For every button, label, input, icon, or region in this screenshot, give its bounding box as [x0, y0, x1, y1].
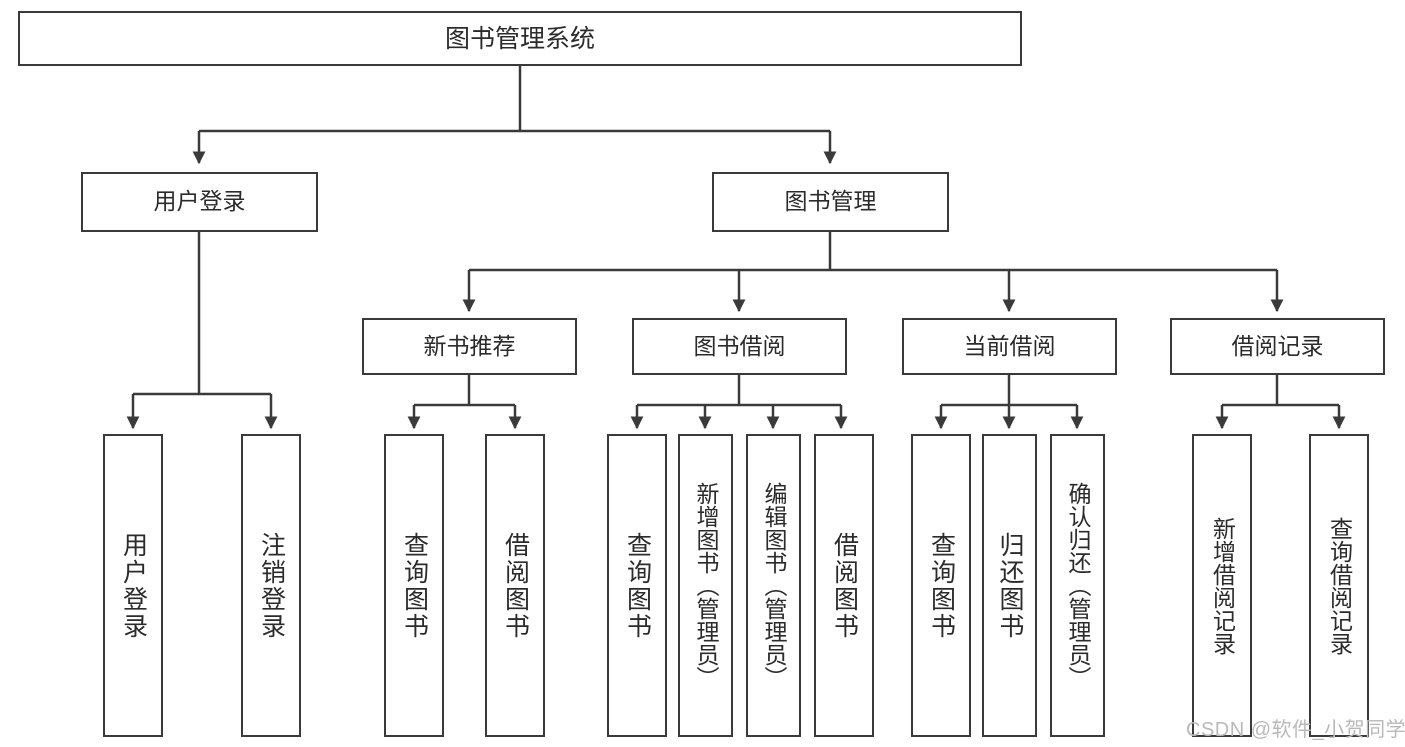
- leaf-new-book-query[interactable]: 查询图书: [384, 434, 444, 737]
- node-user-login-label: 用户登录: [153, 188, 246, 215]
- leaf-label: 新增图书（管理员）: [693, 482, 719, 689]
- node-new-book-recommend-label: 新书推荐: [423, 332, 516, 359]
- leaf-borrow-record-query[interactable]: 查询借阅记录: [1309, 434, 1369, 737]
- node-book-borrow[interactable]: 图书借阅: [632, 318, 847, 375]
- csdn-watermark: CSDN @软件_小贺同学: [1186, 719, 1405, 741]
- leaf-label: 用户登录: [119, 531, 148, 640]
- leaf-user-login-logout[interactable]: 注销登录: [241, 434, 301, 737]
- leaf-book-borrow-borrow[interactable]: 借阅图书: [814, 434, 874, 737]
- node-user-login[interactable]: 用户登录: [81, 172, 318, 232]
- leaf-label: 编辑图书（管理员）: [761, 482, 787, 689]
- leaf-label: 查询图书: [400, 531, 429, 640]
- leaf-label: 查询借阅记录: [1326, 516, 1353, 655]
- leaf-user-login-login[interactable]: 用户登录: [103, 434, 163, 737]
- leaf-current-borrow-confirm-return[interactable]: 确认归还（管理员）: [1050, 434, 1105, 737]
- node-borrow-record-label: 借阅记录: [1231, 332, 1324, 359]
- leaf-label: 借阅图书: [830, 531, 859, 640]
- leaf-book-borrow-edit[interactable]: 编辑图书（管理员）: [746, 434, 801, 737]
- leaf-book-borrow-query[interactable]: 查询图书: [607, 434, 667, 737]
- node-current-borrow-label: 当前借阅: [963, 332, 1056, 359]
- leaf-label: 查询图书: [927, 531, 956, 640]
- node-book-borrow-label: 图书借阅: [693, 332, 786, 359]
- node-root-label: 图书管理系统: [444, 24, 595, 53]
- leaf-label: 注销登录: [257, 531, 286, 640]
- leaf-label: 借阅图书: [501, 531, 530, 640]
- leaf-label: 新增借阅记录: [1209, 516, 1236, 655]
- leaf-label: 归还图书: [996, 531, 1024, 640]
- leaf-new-book-borrow[interactable]: 借阅图书: [485, 434, 545, 737]
- leaf-label: 查询图书: [623, 531, 652, 640]
- node-book-management[interactable]: 图书管理: [712, 172, 949, 232]
- leaf-borrow-record-add[interactable]: 新增借阅记录: [1192, 434, 1252, 737]
- leaf-book-borrow-add[interactable]: 新增图书（管理员）: [678, 434, 733, 737]
- node-borrow-record[interactable]: 借阅记录: [1170, 318, 1385, 375]
- node-new-book-recommend[interactable]: 新书推荐: [362, 318, 577, 375]
- leaf-current-borrow-query[interactable]: 查询图书: [911, 434, 971, 737]
- leaf-current-borrow-return[interactable]: 归还图书: [982, 434, 1037, 737]
- node-book-management-label: 图书管理: [784, 188, 877, 215]
- node-root-system[interactable]: 图书管理系统: [18, 11, 1022, 66]
- leaf-label: 确认归还（管理员）: [1065, 482, 1091, 689]
- node-current-borrow[interactable]: 当前借阅: [902, 318, 1117, 375]
